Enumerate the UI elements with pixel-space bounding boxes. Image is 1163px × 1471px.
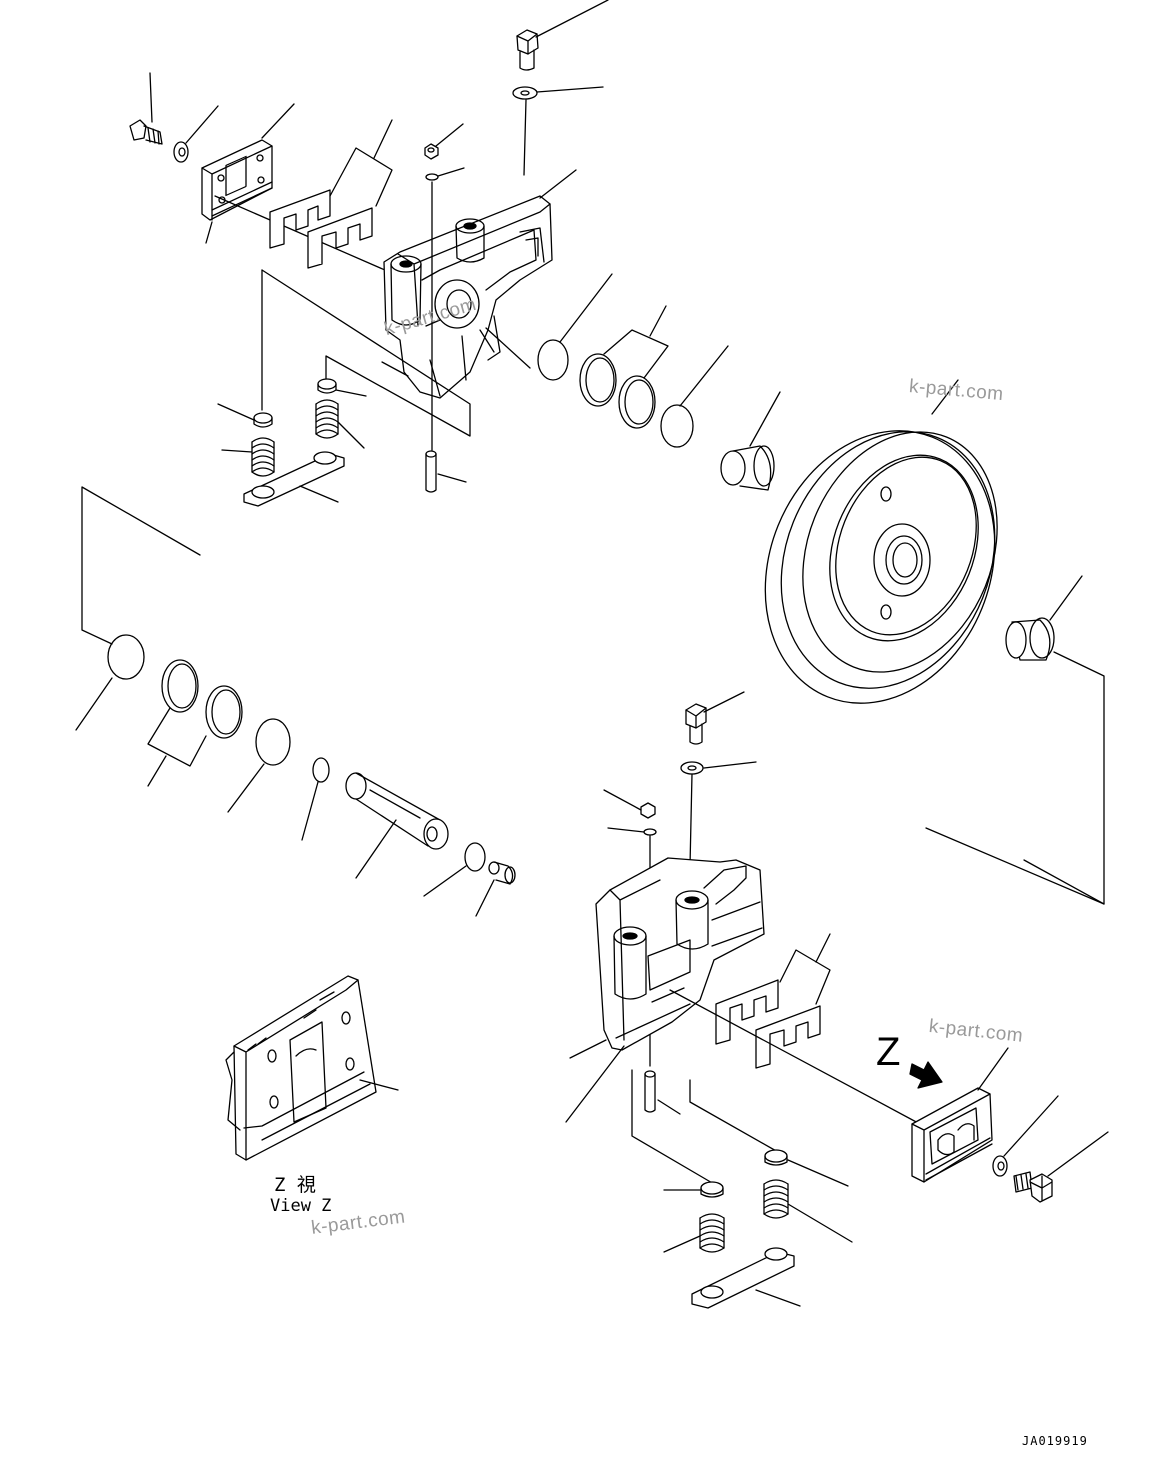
washer-lower-right (992, 1095, 1059, 1177)
spring-seat-upper-left (217, 403, 273, 428)
idler-support-upper (381, 169, 577, 399)
o-ring-upper-1 (537, 273, 613, 381)
spring-upper-right (315, 389, 367, 449)
shim-upper-a (269, 189, 331, 249)
leader-lines-lower (631, 989, 921, 1185)
guard-plate-upper (201, 103, 441, 295)
washer-lower-top (680, 761, 757, 867)
o-ring-left-2 (227, 718, 291, 813)
arrow-icon (909, 1061, 943, 1089)
o-ring-left-1 (75, 634, 145, 731)
idler-support-lower (565, 857, 765, 1123)
floating-seal-left (147, 659, 243, 787)
spring-plate-lower (691, 1247, 801, 1309)
shim-lower-a (715, 979, 779, 1045)
shim-lower-b (755, 933, 831, 1069)
idler-shaft (345, 772, 449, 879)
spring-lower-left (663, 1213, 725, 1253)
bolt-lower-top (685, 691, 745, 745)
view-label-en: View Z (270, 1196, 332, 1216)
spring-seat-lower-left (663, 1181, 724, 1198)
leader-line-wheel (925, 827, 1105, 905)
leader-lines-upper (261, 269, 471, 437)
nut-upper (424, 123, 465, 451)
spring-seat-upper-right (317, 378, 337, 394)
bushing-right (1005, 575, 1105, 905)
washer-top (512, 86, 604, 176)
view-label-jp: Z 視 (274, 1174, 316, 1196)
o-ring-upper-2 (660, 345, 729, 448)
floating-seal-upper (579, 305, 669, 429)
plug-small-left (301, 757, 330, 841)
bushing-upper (720, 391, 781, 491)
guard-plate-view-z (225, 975, 399, 1161)
leader-lines-left (81, 486, 201, 645)
plug-left (475, 861, 516, 917)
idler-wheel (764, 379, 998, 704)
pin-lower (644, 1070, 681, 1115)
pin-upper (425, 450, 467, 493)
bolt-lower-right (1013, 1131, 1109, 1203)
spring-plate-upper (243, 451, 345, 507)
bolt-top (516, 0, 609, 71)
shim-upper-b (307, 119, 393, 269)
washer-left (173, 105, 219, 163)
spring-upper-left (221, 437, 275, 477)
spring-seat-lower-right (764, 1149, 849, 1187)
spring-lower-right (763, 1179, 853, 1243)
guard-plate-lower (911, 1047, 1009, 1183)
drawing-id: JA019919 (1022, 1434, 1088, 1448)
o-ring-left-3 (423, 842, 486, 897)
bolt-left (129, 72, 163, 145)
view-arrow-label: Z (876, 1030, 901, 1074)
